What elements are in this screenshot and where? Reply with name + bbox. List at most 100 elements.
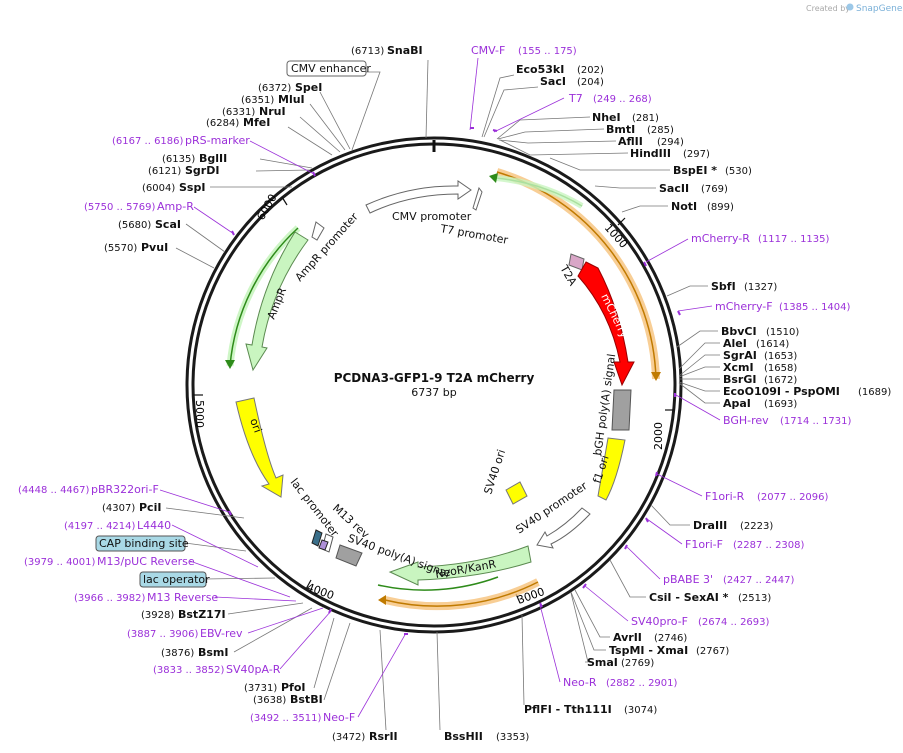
site-name-eco53ki[interactable]: Eco53kI [516, 63, 564, 76]
feature-mcherry[interactable] [577, 261, 635, 387]
plead-pbabe [626, 546, 661, 580]
right-site-labels: Eco53kI (202) SacI (204) NheI (281) BmtI… [444, 63, 891, 743]
cap-binding-site-box[interactable] [95, 535, 186, 552]
site-name-bglii[interactable]: BglII [199, 152, 227, 165]
site-name-bstbi[interactable]: BstBI [290, 693, 323, 706]
site-name-sgrai[interactable]: SgrAI [723, 349, 757, 362]
site-name-sbfi[interactable]: SbfI [711, 280, 736, 293]
site-name-pfoi[interactable]: PfoI [281, 681, 306, 694]
primer-name-amp-r[interactable]: Amp-R [157, 200, 194, 213]
primer-range-m13-reverse: (3966 .. 3982) [74, 593, 146, 604]
lead-cmv-enhancer [351, 71, 381, 151]
primer-name-ebv-rev[interactable]: EBV-rev [200, 627, 243, 640]
feature-lac-operator-marker[interactable] [318, 539, 329, 551]
lead-pvui [175, 247, 215, 269]
orf-arc-gfp-band [495, 175, 584, 209]
site-pos-bspei: (530) [725, 166, 752, 177]
primer-mark-t7 [492, 129, 498, 132]
site-name-mlui[interactable]: MluI [278, 93, 305, 106]
plead-bgh-rev [675, 394, 721, 421]
site-name-nrui[interactable]: NruI [259, 105, 286, 118]
site-pos-aflii: (294) [657, 137, 684, 148]
site-name-noti[interactable]: NotI [671, 200, 697, 213]
primer-name-bgh-rev[interactable]: BGH-rev [723, 414, 769, 427]
site-name-draiii[interactable]: DraIII [693, 519, 727, 532]
site-name-mfei[interactable]: MfeI [243, 116, 270, 129]
site-name-sacii[interactable]: SacII [659, 182, 689, 195]
orf-arc-gfp-head [489, 173, 498, 183]
site-name-tspmi[interactable]: TspMI - XmaI [609, 644, 688, 657]
primer-name-neo-r[interactable]: Neo-R [563, 676, 597, 689]
site-pos-snabi: (6713) [351, 46, 384, 57]
feature-cmv-promoter[interactable] [365, 180, 472, 214]
site-name-rsrii[interactable]: RsrII [369, 730, 398, 743]
primer-name-pbabe[interactable]: pBABE 3' [663, 573, 713, 586]
primer-name-pbr322ori-f[interactable]: pBR322ori-F [91, 483, 159, 496]
site-name-pvui[interactable]: PvuI [141, 241, 168, 254]
site-name-pcii[interactable]: PciI [139, 501, 161, 514]
feature-neor-kanr[interactable] [388, 545, 532, 586]
site-name-bstz17i[interactable]: BstZ17I [178, 608, 226, 621]
primer-range-pbabe: (2427 .. 2447) [723, 575, 795, 586]
feature-ori[interactable] [235, 397, 284, 498]
plead-ebv-rev [247, 607, 324, 634]
site-name-sspi[interactable]: SspI [179, 181, 205, 194]
primer-range-amp-r: (5750 .. 5769) [84, 202, 156, 213]
primer-name-l4440[interactable]: L4440 [137, 519, 171, 532]
primer-name-m13-puc-reverse[interactable]: M13/pUC Reverse [97, 555, 195, 568]
site-name-hindiii[interactable]: HindIII [630, 147, 671, 160]
site-name-apai[interactable]: ApaI [723, 397, 751, 410]
site-pos-sgrai: (1653) [764, 351, 797, 362]
plead-cmv-f [469, 57, 479, 131]
primer-name-t7[interactable]: T7 [568, 92, 583, 105]
lead-alei [678, 342, 720, 370]
primer-name-f1ori-f[interactable]: F1ori-F [685, 538, 723, 551]
feature-bgh-polya[interactable] [611, 389, 632, 431]
site-name-smai[interactable]: SmaI [587, 656, 618, 669]
feature-f1-ori[interactable] [597, 437, 626, 501]
site-name-xcmi[interactable]: XcmI [723, 361, 754, 374]
site-name-aflii[interactable]: AflII [618, 135, 643, 148]
site-name-snabi[interactable]: SnaBI [387, 44, 423, 57]
primer-name-mcherry-r[interactable]: mCherry-R [691, 232, 750, 245]
primer-name-m13-reverse[interactable]: M13 Reverse [147, 591, 218, 604]
site-pos-bbvci: (1510) [766, 327, 799, 338]
lead-bspei [549, 157, 670, 171]
site-name-sgrdi[interactable]: SgrDI [185, 164, 219, 177]
lead-mfei [287, 126, 333, 156]
site-name-bsmi[interactable]: BsmI [198, 646, 229, 659]
lead-draiii [650, 504, 690, 526]
primer-name-prs-marker[interactable]: pRS-marker [185, 134, 250, 147]
primer-name-f1ori-r[interactable]: F1ori-R [705, 490, 745, 503]
site-name-avrii[interactable]: AvrII [613, 631, 642, 644]
primer-name-cmv-f[interactable]: CMV-F [471, 44, 505, 57]
primer-name-neo-f[interactable]: Neo-F [323, 711, 355, 724]
site-name-bspei[interactable]: BspEI * [673, 164, 717, 177]
site-name-nhei[interactable]: NheI [592, 111, 621, 124]
site-pos-apai: (1693) [764, 399, 797, 410]
primer-name-sv40pro-f[interactable]: SV40pro-F [631, 615, 688, 628]
site-name-spei[interactable]: SpeI [295, 81, 322, 94]
feature-t7-promoter[interactable] [472, 186, 483, 211]
feature-ampr-promoter[interactable] [311, 221, 325, 241]
primer-name-sv40pa-r[interactable]: SV40pA-R [226, 663, 281, 676]
feature-sv40-ori[interactable] [505, 481, 528, 505]
cmv-enhancer-box[interactable] [286, 60, 367, 77]
site-name-scai[interactable]: ScaI [155, 218, 181, 231]
site-name-alei[interactable]: AleI [723, 337, 747, 350]
site-name-csii[interactable]: CsiI - SexAI * [649, 591, 729, 604]
lac-operator-box[interactable] [139, 571, 207, 588]
site-name-pflfi[interactable]: PflFI - Tth111I [524, 703, 612, 716]
site-name-saci[interactable]: SacI [540, 75, 566, 88]
feature-cap-site-marker[interactable] [311, 529, 323, 547]
site-name-bmti[interactable]: BmtI [606, 123, 635, 136]
feature-sv40-promoter[interactable] [536, 507, 591, 549]
site-name-bsrgi[interactable]: BsrGI [723, 373, 756, 386]
site-name-bsshii[interactable]: BssHII [444, 730, 483, 743]
feature-ampr[interactable] [245, 231, 309, 372]
site-name-bbvci[interactable]: BbvCI [721, 325, 757, 338]
feature-sv40-polya[interactable] [335, 544, 363, 567]
site-name-ecoo109i[interactable]: EcoO109I - PspOMI [723, 385, 840, 398]
primer-name-mcherry-f[interactable]: mCherry-F [715, 300, 773, 313]
leader-lines [436, 74, 720, 731]
